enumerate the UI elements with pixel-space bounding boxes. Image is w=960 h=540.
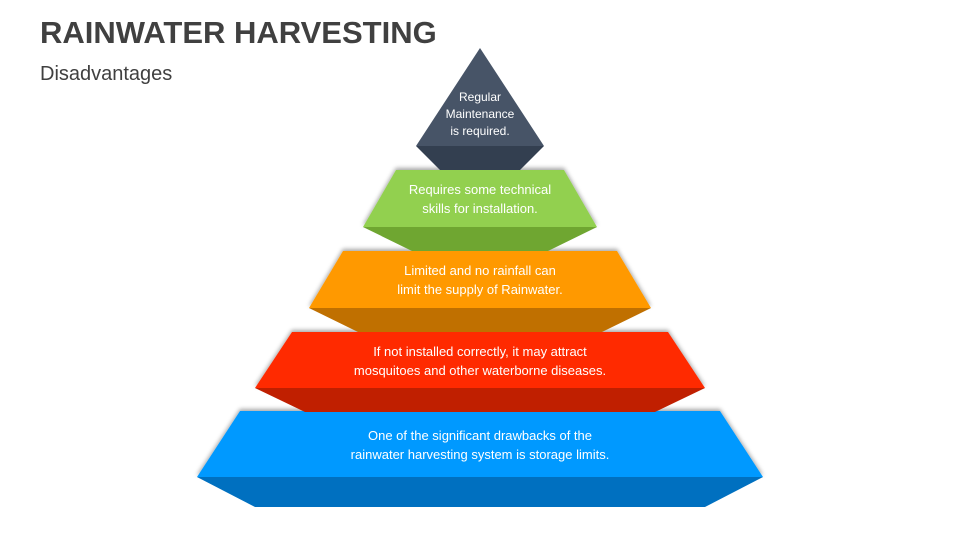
tier-5-line-1: One of the significant drawbacks of the — [367, 428, 592, 443]
tier-2-shape — [363, 170, 597, 251]
tier-1-shape — [416, 48, 544, 170]
page-title: RAINWATER HARVESTING — [40, 15, 437, 50]
tier-3-line-2: limit the supply of Rainwater. — [397, 282, 563, 297]
tier-5-line-2: rainwater harvesting system is storage l… — [350, 447, 610, 462]
tier-4-line-1: If not installed correctly, it may attra… — [373, 344, 587, 359]
tier-2-line-2: skills for installation. — [422, 201, 538, 216]
tier-2-text: Requires some technical skills for insta… — [409, 180, 551, 218]
tier-1-text: Regular Maintenance is required. — [446, 89, 515, 140]
tier-2-line-1: Requires some technical — [408, 182, 552, 197]
tier-1-line-2: Maintenance — [445, 107, 515, 121]
page-subtitle: Disadvantages — [40, 63, 173, 85]
tier-4-line-2: mosquitoes and other waterborne diseases… — [353, 363, 607, 378]
tier-1-line-1: Regular — [458, 90, 502, 104]
tier-3-line-1: Limited and no rainfall can — [404, 263, 556, 278]
tier-4-text: If not installed correctly, it may attra… — [354, 342, 606, 380]
tier-5-shape — [197, 411, 763, 507]
tier-1-line-3: is required. — [450, 124, 510, 138]
tier-3-text: Limited and no rainfall can limit the su… — [397, 261, 562, 299]
tier-4-shape — [255, 332, 705, 412]
tier-5-text: One of the significant drawbacks of the … — [351, 426, 610, 464]
tier-3-shape — [309, 251, 651, 332]
